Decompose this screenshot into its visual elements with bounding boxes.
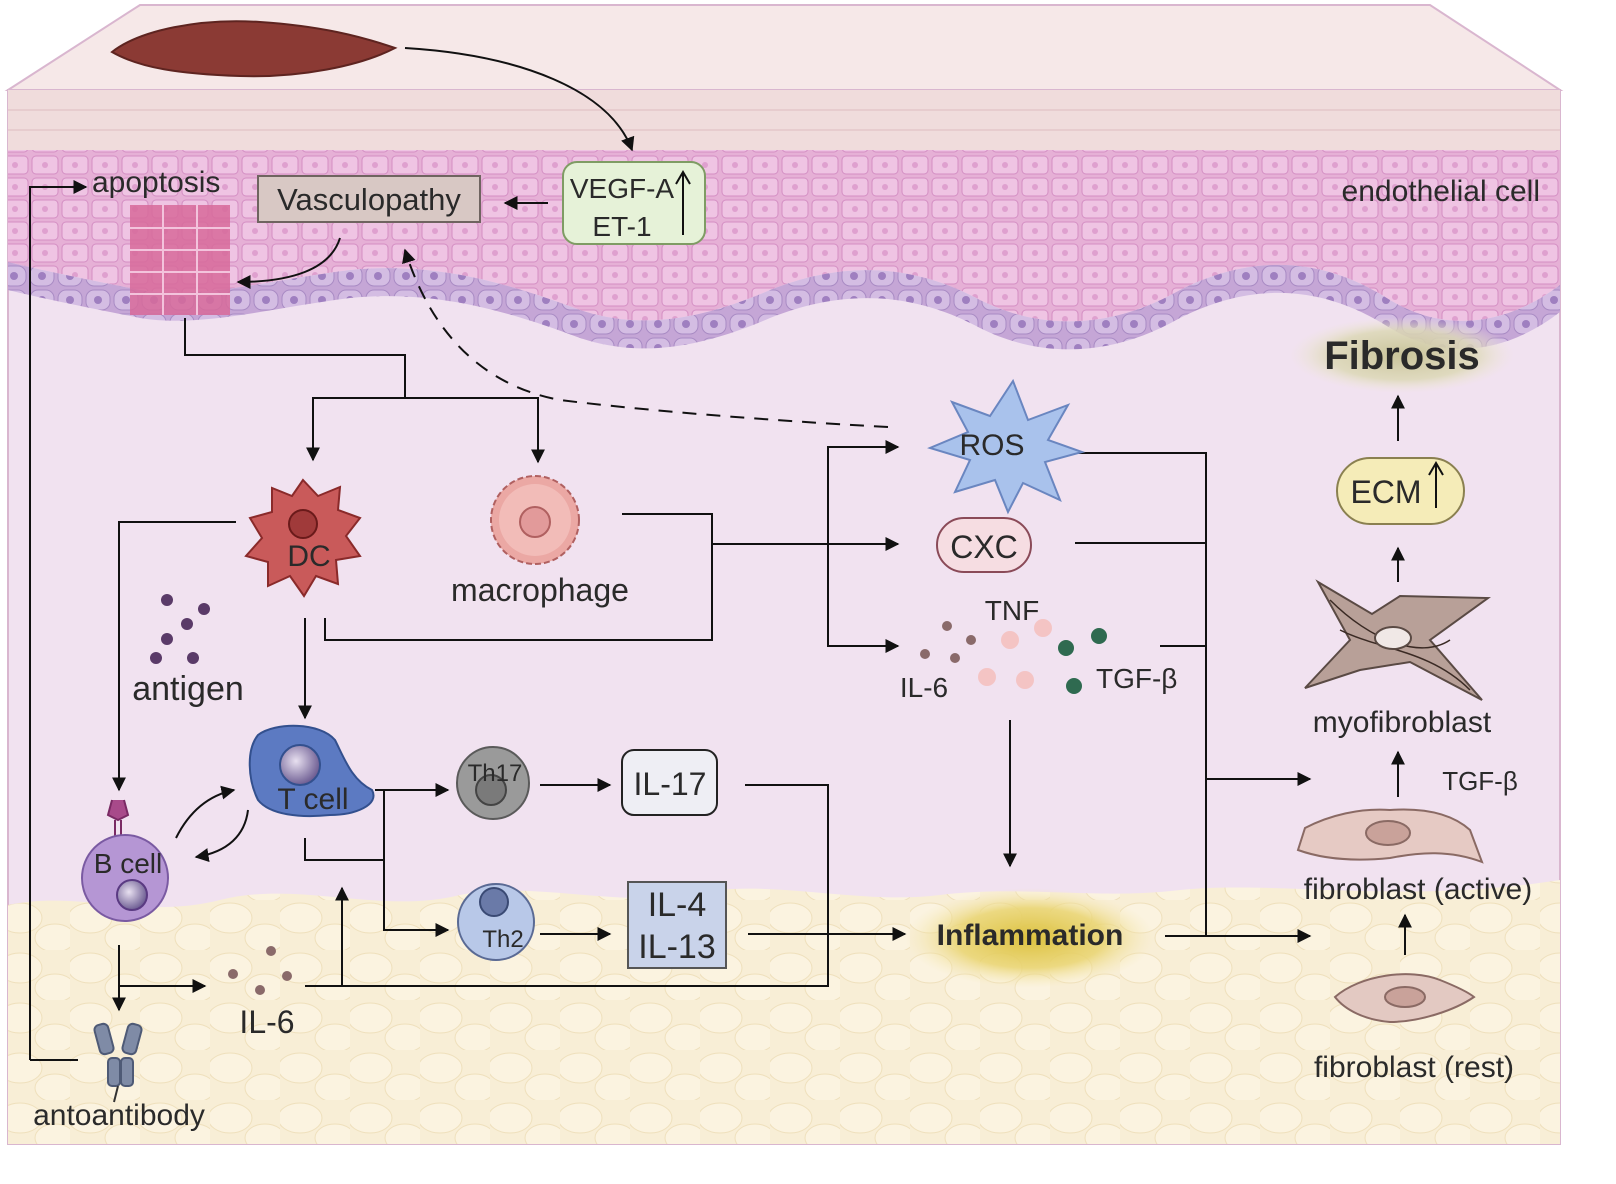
myofibroblast-icon [1304, 579, 1491, 701]
active-fibroblast-icon [1296, 808, 1484, 864]
fib-active-label: fibroblast (active) [1304, 873, 1532, 906]
connectors [29, 47, 1412, 1061]
tissue-background [4, 4, 1564, 1145]
ros-star-icon [927, 378, 1086, 515]
inflammation-node: Inflammation [905, 888, 1155, 988]
up-arrow-icon [1428, 461, 1444, 508]
il6-mid-label: IL-6 [900, 672, 948, 703]
il6-dots [228, 946, 292, 995]
rest-fibroblast-icon [1333, 973, 1476, 1024]
th2-label: Th2 [482, 926, 523, 953]
antigen-label: antigen [132, 670, 244, 708]
up-arrow-icon [675, 170, 691, 235]
fib-rest-label: fibroblast (rest) [1314, 1051, 1514, 1084]
ros-label: ROS [959, 429, 1024, 462]
dendritic-cell-icon [244, 478, 362, 598]
apoptosis-label: apoptosis [92, 166, 220, 199]
cxc-label: CXC [950, 529, 1018, 565]
bcell-label: B cell [94, 848, 162, 879]
th17-label: Th17 [468, 760, 523, 787]
fibrosis-node: Fibrosis [1290, 317, 1514, 393]
cxc-node: CXC [936, 517, 1032, 573]
receptor-icon [106, 799, 130, 822]
dc-label: DC [287, 540, 330, 573]
vasculopathy-label: Vasculopathy [277, 182, 461, 217]
endothelial-label: endothelial cell [1342, 175, 1540, 208]
antibody-icon [93, 1022, 143, 1103]
inflammation-label: Inflammation [937, 919, 1124, 952]
il17-label: IL-17 [634, 766, 707, 802]
tgfb-mid-label: TGF-β [1096, 663, 1177, 694]
antigen-dots [150, 594, 210, 664]
tcell-label: T cell [277, 783, 348, 816]
macrophage-icon [490, 475, 580, 565]
t-cell-icon [248, 724, 375, 818]
myofibroblast-label: myofibroblast [1313, 706, 1492, 739]
vegf-label: VEGF-A [570, 173, 675, 204]
autoantibody-label: antoantibody [33, 1099, 205, 1132]
apoptotic-cells-icon [130, 205, 230, 315]
vegf-et1-box: VEGF-A ET-1 [562, 161, 706, 245]
ecm-label: ECM [1350, 474, 1421, 510]
th2-cell-icon [457, 883, 535, 961]
b-cell-icon [81, 799, 169, 922]
macrophage-label: macrophage [451, 572, 629, 608]
cytokine-dots [920, 619, 1107, 694]
lesion-icon [110, 20, 398, 78]
il4-label: IL-4 [648, 886, 707, 924]
tgfb-right-label: TGF-β [1442, 766, 1518, 796]
et1-label: ET-1 [592, 211, 651, 242]
il17-box: IL-17 [621, 749, 718, 816]
fibrosis-label: Fibrosis [1324, 334, 1480, 378]
tnf-label: TNF [985, 595, 1039, 626]
il6-low-label: IL-6 [239, 1004, 294, 1040]
ros-node: ROS [927, 378, 1086, 515]
th17-cell-icon [456, 746, 530, 820]
il4-il13-box: IL-4 IL-13 [627, 881, 727, 969]
vasculopathy-box: Vasculopathy [257, 175, 481, 223]
il13-label: IL-13 [638, 928, 716, 966]
ecm-node: ECM [1336, 457, 1465, 525]
